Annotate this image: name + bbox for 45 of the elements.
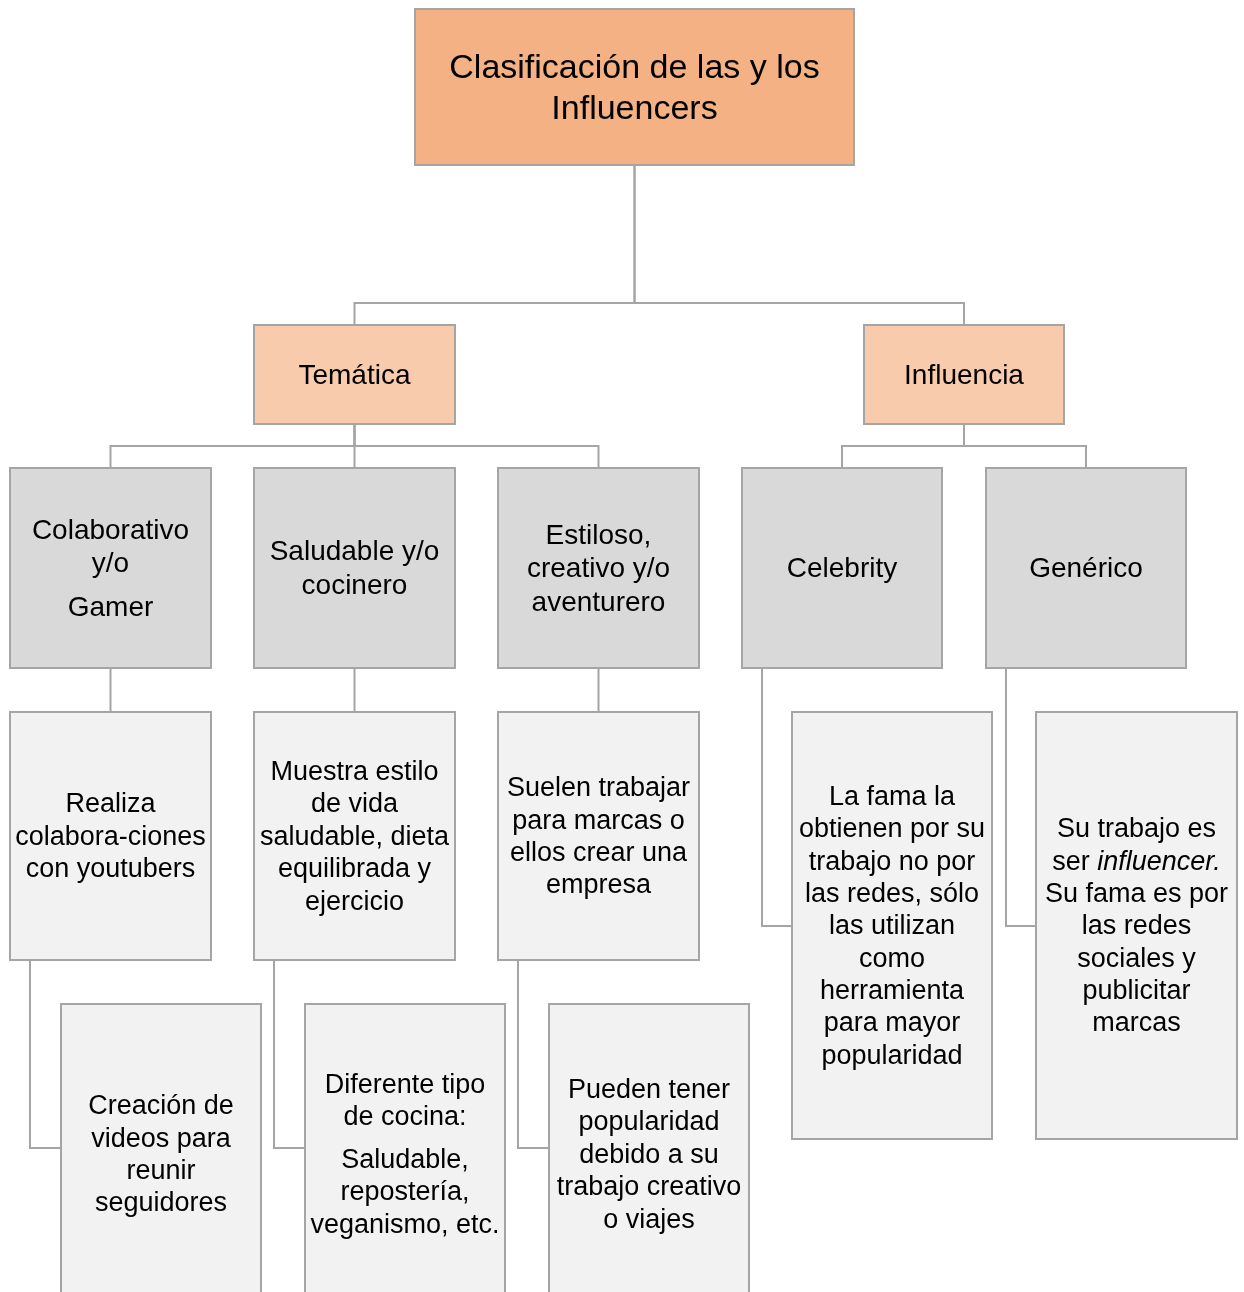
- node-text: Saludable y/o cocinero: [268, 534, 441, 602]
- category-box: [253, 324, 456, 425]
- connector-line: [353, 424, 600, 468]
- title-box: [414, 8, 855, 166]
- type-box: [253, 467, 456, 669]
- node-text: La fama la obtienen por su trabajo no por las redes, sólo las utilizan como herramienta para mayor popularidad: [797, 779, 987, 1072]
- connector-line: [517, 960, 549, 1149]
- description-box: [253, 711, 456, 961]
- description-box: [548, 1003, 750, 1292]
- node-text: Diferente tipo de cocina:: [323, 1068, 487, 1133]
- node-text: Suelen trabajar para marcas o ellos crear una empresa: [505, 771, 692, 901]
- node-text: Saludable, repostería, veganismo, etc.: [309, 1142, 501, 1240]
- category-box: [863, 324, 1065, 425]
- connector-line: [633, 165, 965, 325]
- node-text: Creación de videos para reunir seguidores: [87, 1089, 235, 1219]
- description-box: [791, 711, 993, 1140]
- connector-line: [273, 960, 305, 1149]
- node-text: Colaborativo y/o: [30, 512, 191, 580]
- type-box: [741, 467, 943, 669]
- node-text: Celebrity: [786, 551, 898, 585]
- connector-line: [597, 668, 600, 712]
- description-box: [1035, 711, 1238, 1140]
- node-text: Pueden tener popularidad debido a su trabajo creativo o viajes: [555, 1073, 743, 1235]
- type-box: [9, 467, 212, 669]
- node-text: Influencia: [904, 357, 1024, 392]
- node-text: Temática: [298, 357, 411, 392]
- node-text: Muestra estilo de vida saludable, dieta equilibrada y ejercicio: [258, 755, 451, 917]
- description-box: [60, 1003, 262, 1292]
- description-box: [304, 1003, 506, 1292]
- node-text: Su trabajo es ser influencer. Su fama es por las redes sociales y publicitar marcas: [1043, 812, 1230, 1039]
- node-text: Clasificación de las y los Influencers: [448, 46, 821, 128]
- connector-line: [353, 668, 356, 712]
- type-box: [985, 467, 1187, 669]
- node-text: Genérico: [1029, 551, 1143, 585]
- description-box: [9, 711, 212, 961]
- type-box: [497, 467, 700, 669]
- description-box: [497, 711, 700, 961]
- node-text: Realiza colabora-ciones con youtubers: [14, 787, 207, 885]
- connector-line: [29, 960, 61, 1149]
- connector-line: [109, 668, 112, 712]
- node-text: Estiloso, creativo y/o aventurero: [525, 517, 672, 619]
- connector-line: [761, 668, 792, 927]
- connector-line: [963, 424, 1087, 468]
- connector-line: [1005, 668, 1036, 927]
- node-text: Gamer: [67, 589, 154, 624]
